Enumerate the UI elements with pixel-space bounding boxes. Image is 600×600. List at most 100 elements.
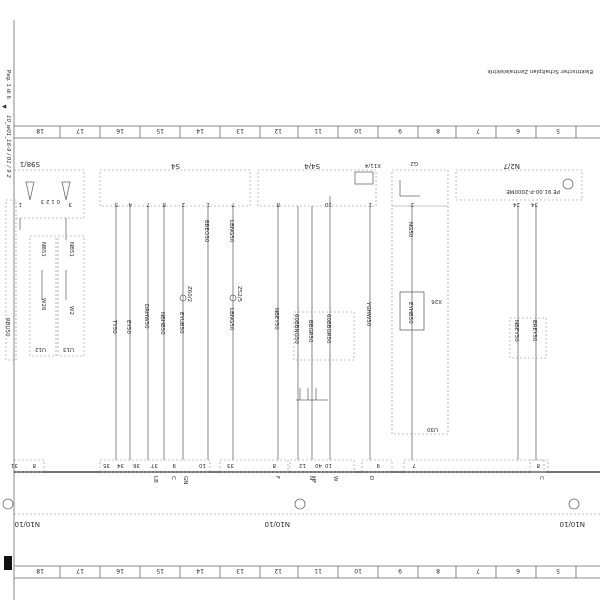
connector-label-right: N10/10 (560, 520, 585, 528)
wire-label: 60BBNG50 (293, 314, 299, 344)
svg-text:PE 91.00-P-2000ME: PE 91.00-P-2000ME (506, 188, 560, 194)
component-u12-u13: NB51 NB51 W26 W2 U12 U13 (29, 235, 85, 357)
component-s4: S4 (99, 162, 251, 207)
wire-label: LBNG50 (228, 220, 234, 243)
ruler-number: 9 (398, 127, 402, 134)
bottom-pin-label: 37 (151, 462, 158, 468)
ruler-number: 15 (156, 127, 164, 134)
svg-text:U30: U30 (426, 426, 438, 432)
ruler-number: 7 (476, 567, 480, 574)
wire-label: EYHB50 (407, 302, 413, 324)
bottom-pin-label: 33 (227, 462, 234, 468)
bottom-signal-label: N (308, 476, 314, 480)
bottom-pin-label: 35 (103, 462, 110, 468)
ruler-number: 18 (36, 567, 44, 574)
wire-label: BBEO50 (203, 220, 209, 243)
bottom-pin-label: 36 (133, 462, 140, 468)
bottom-pin-label: 40 (315, 462, 322, 468)
svg-text:X11/4: X11/4 (364, 162, 381, 168)
top-pin-label: 8 (162, 201, 166, 207)
ruler-number: 12 (274, 567, 282, 574)
corner-mark (4, 556, 12, 570)
svg-text:X26: X26 (431, 298, 442, 304)
wire-label: DRHW50 (143, 304, 149, 329)
bottom-pin-label: 7 (412, 462, 416, 468)
ruler-number: 8 (436, 567, 440, 574)
svg-text:U13: U13 (62, 346, 74, 352)
splice-z60-2: Z60/2 (179, 286, 192, 302)
ruler-number: 14 (196, 127, 204, 134)
wire-label: NBHB50 (159, 312, 165, 335)
bottom-pin-label: 8 (32, 462, 36, 468)
top-pin-label: 7 (146, 201, 150, 207)
bottom-signal-label: LB (152, 476, 158, 483)
wire-label: YGHW50 (365, 301, 371, 327)
document-title: Elektrischer Schaltplan Zentralelektrik (487, 68, 593, 74)
top-pin-label: 34 (531, 201, 538, 207)
wire-label: BREY50 (531, 320, 537, 342)
svg-text:Z60/2: Z60/2 (186, 286, 192, 302)
ruler-number: 12 (274, 127, 282, 134)
svg-text:S98/1: S98/1 (20, 160, 40, 168)
svg-text:U12: U12 (35, 346, 46, 352)
bottom-signal-label: D (368, 476, 374, 480)
ruler-number: 5 (556, 127, 560, 134)
svg-text:S4/4: S4/4 (304, 162, 320, 170)
svg-text:W2: W2 (68, 306, 74, 315)
bottom-pin-label: 31 (11, 462, 18, 468)
top-pin-label: 2 (182, 201, 186, 207)
wire-label: EY50 (125, 320, 131, 334)
bottom-pin-label: 12 (299, 462, 306, 468)
svg-text:Z52/5: Z52/5 (236, 286, 242, 303)
bottom-pin-label: 10 (199, 462, 206, 468)
wire-rbu50: RBU50 (4, 199, 17, 361)
ruler-number: 13 (236, 567, 244, 574)
ruler-number: 13 (236, 127, 244, 134)
connector-label-mid: N10/10 (265, 520, 290, 528)
top-pin-label: 1 (207, 201, 211, 207)
wire-label: NBEY50 (273, 308, 279, 330)
bottom-pin-label: 8 (536, 462, 540, 468)
ruler-number: 9 (398, 567, 402, 574)
bottom-pin-label: 9 (376, 462, 380, 468)
ruler-number: 5 (556, 567, 560, 574)
ruler-number: 10 (354, 127, 362, 134)
top-pin-label: 8 (276, 201, 280, 207)
arrow-marker: ◀ (2, 104, 7, 110)
ruler-number: 14 (196, 567, 204, 574)
ruler-number: 17 (76, 567, 84, 574)
splice-z52-5: Z52/5 (229, 286, 242, 303)
wire-box-right (509, 317, 547, 359)
ruler-number: 6 (516, 127, 520, 134)
vertical-wires (115, 196, 537, 460)
ruler-number: 16 (116, 127, 124, 134)
component-n2-7: N2/7 PE 91.00-P-2000ME (455, 162, 583, 201)
wire-label: LBNG50 (228, 308, 234, 331)
component-u30: U30 X26 (391, 205, 449, 435)
bottom-signal-label: GN (182, 476, 188, 484)
bottom-pin-label: 34 (117, 462, 124, 468)
top-pin-label: 10 (325, 201, 332, 207)
component-g2: G2 (391, 160, 449, 207)
top-pin-label: 2 (411, 201, 415, 207)
ruler-number: 10 (354, 567, 362, 574)
svg-text:NB51: NB51 (40, 242, 46, 257)
svg-text:0 1 2 3: 0 1 2 3 (40, 198, 60, 204)
svg-text:NB51: NB51 (68, 242, 74, 257)
ruler-number: 6 (516, 567, 520, 574)
bottom-pin-label: 10 (325, 462, 332, 468)
ruler-number: 17 (76, 127, 84, 134)
top-pin-label: 5 (114, 201, 118, 207)
svg-text:S4: S4 (171, 162, 180, 170)
top-pin-label: 3 (68, 201, 72, 207)
side-code: 10_w01_1ß-9 / 01 / 9 2 (5, 115, 11, 178)
wire-group-box (293, 311, 355, 401)
component-s98-1: S98/1 0 1 2 3 (13, 160, 85, 240)
ruler-number: 7 (476, 127, 480, 134)
ruler-number: 11 (314, 567, 322, 574)
ruler-number: 8 (436, 127, 440, 134)
